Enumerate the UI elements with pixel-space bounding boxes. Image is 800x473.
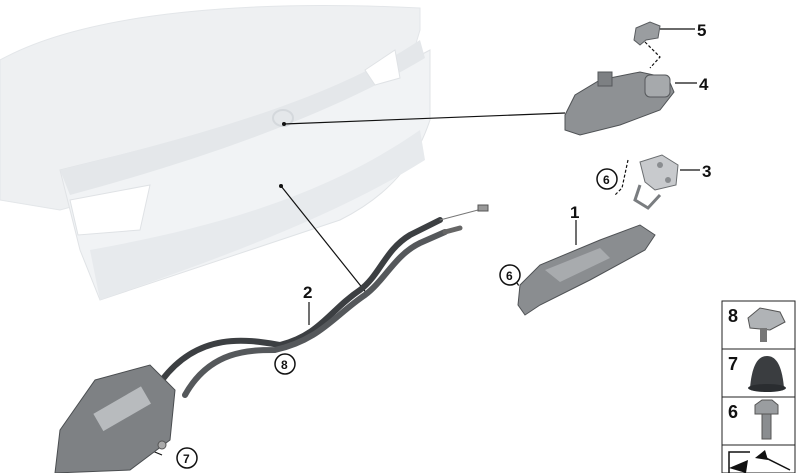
circled-refs: 6 6 8 7	[176, 168, 618, 469]
legend-label-8: 8	[728, 306, 738, 326]
part-2-bowden-cable	[159, 204, 489, 398]
hardware-legend: 8 7 6	[721, 300, 796, 473]
circled-ref-6-upper: 6	[603, 173, 610, 187]
hex-bolt-icon	[754, 399, 779, 440]
actuator-drive	[54, 364, 176, 473]
circled-ref-6-lower: 6	[506, 269, 513, 283]
part-1-lock	[517, 224, 656, 316]
cable-clip-icon	[747, 307, 786, 342]
callout-3: 3	[702, 162, 711, 181]
circled-ref-8: 8	[281, 358, 288, 372]
part-4-handle-switch	[564, 71, 675, 136]
legend-label-7: 7	[728, 354, 738, 374]
arrow-navigation-icon[interactable]	[728, 450, 791, 473]
callout-labels: 1 2 3 4 5	[303, 21, 711, 302]
callout-5: 5	[697, 21, 706, 40]
callout-2: 2	[303, 283, 312, 302]
rubber-buffer-icon	[748, 356, 786, 392]
circled-ref-7: 7	[183, 452, 190, 466]
callout-1: 1	[570, 203, 579, 222]
legend-label-6: 6	[728, 402, 738, 422]
part-5-bracket	[633, 21, 661, 46]
part-3-bracket	[633, 154, 679, 210]
trunk-lid	[0, 5, 431, 301]
callout-4: 4	[699, 75, 709, 94]
